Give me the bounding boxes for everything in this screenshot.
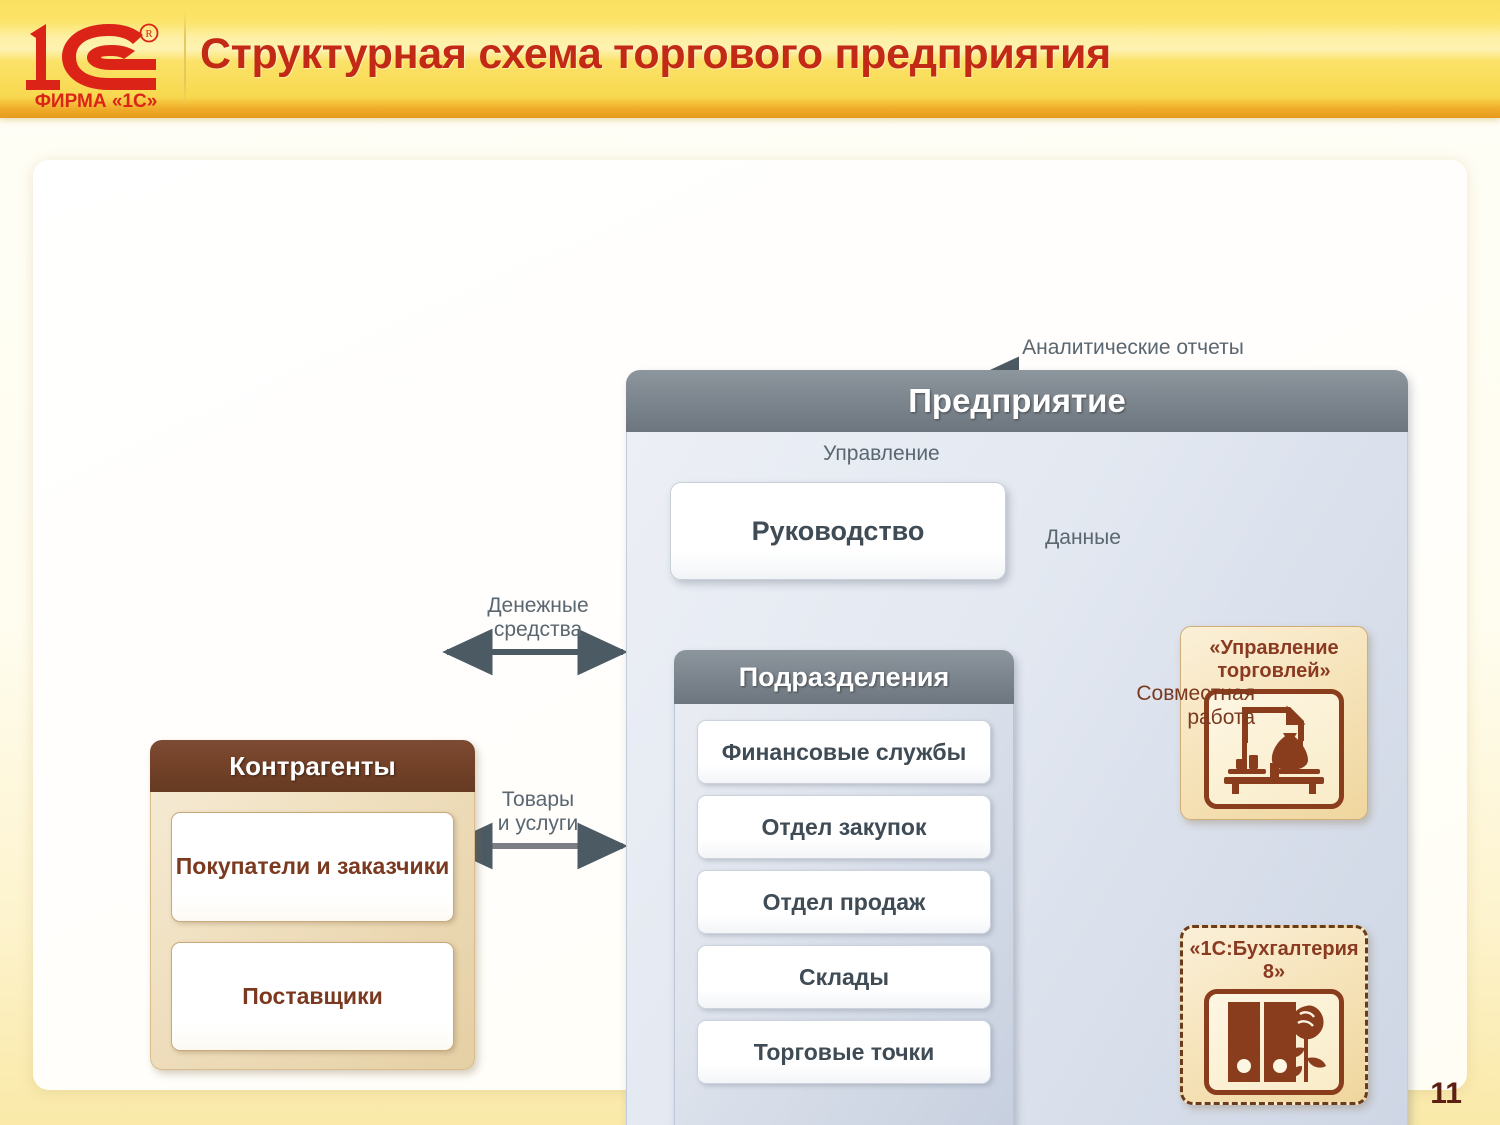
connector-label-dannye: Данные <box>1045 526 1121 549</box>
slide-header: R ФИРМА «1С» Структурная схема торгового… <box>0 0 1500 118</box>
connector-label-tovary-i-uslugi: Товары и услуги <box>497 788 579 836</box>
connector-label-upravlenie: Управление <box>823 442 940 465</box>
connector-label-denezhnye-sredstva: Денежные средства <box>487 594 589 642</box>
management-box[interactable]: Руководство <box>670 482 1006 580</box>
list-item[interactable]: Покупатели и заказчики <box>171 812 454 922</box>
page-title: Структурная схема торгового предприятия <box>200 30 1111 78</box>
counterparties-panel-title: Контрагенты <box>150 740 475 792</box>
counterparties-panel: Контрагенты Покупатели и заказчики Поста… <box>150 740 475 1070</box>
list-item[interactable]: Отдел закупок <box>697 795 991 859</box>
product-box-upravlenie-torgovlej[interactable]: «Управление торговлей» <box>1180 626 1368 820</box>
list-item[interactable]: Финансовые службы <box>697 720 991 784</box>
product-title: «Управление торговлей» <box>1209 637 1339 683</box>
header-divider <box>184 10 186 108</box>
connector-label-analytics: Аналитические отчеты <box>1022 336 1244 359</box>
enterprise-panel-title: Предприятие <box>626 370 1408 432</box>
list-item[interactable]: Отдел продаж <box>697 870 991 934</box>
svg-text:R: R <box>145 28 153 40</box>
list-item[interactable]: Поставщики <box>171 941 454 1051</box>
subdivisions-panel: Подразделения Финансовые службы Отдел за… <box>674 650 1014 1125</box>
logo-caption: ФИРМА «1С» <box>35 91 158 110</box>
trade-scales-icon <box>1204 689 1344 809</box>
counterparties-list: Покупатели и заказчики Поставщики <box>150 792 475 1070</box>
list-item[interactable]: Склады <box>697 945 991 1009</box>
connector-label-sovmestnaya-rabota: Совместная работа <box>1136 682 1255 730</box>
product-title: «1С:Бухгалтерия 8» <box>1189 938 1359 984</box>
binders-rose-icon <box>1204 989 1344 1096</box>
subdivisions-list: Финансовые службы Отдел закупок Отдел пр… <box>674 704 1014 1125</box>
page-number: 11 <box>1430 1077 1462 1110</box>
1c-logo-icon: R ФИРМА «1С» <box>16 12 176 110</box>
content-card: Предприятие Руководство Подразделения Фи… <box>33 160 1467 1125</box>
subdivisions-panel-title: Подразделения <box>674 650 1014 704</box>
product-box-1c-buhgalteriya-8[interactable]: «1С:Бухгалтерия 8» <box>1180 925 1368 1105</box>
list-item[interactable]: Торговые точки <box>697 1020 991 1084</box>
